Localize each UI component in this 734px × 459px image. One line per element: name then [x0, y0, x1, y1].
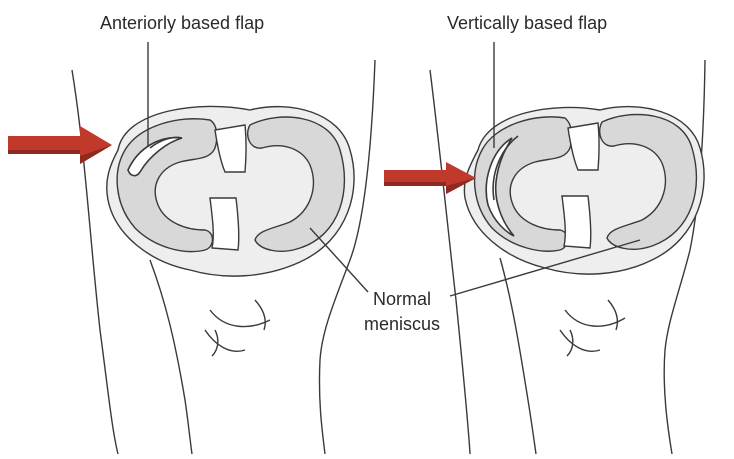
left-lower-detail — [212, 300, 265, 356]
vertically-based-flap-label: Vertically based flap — [447, 13, 607, 33]
anteriorly-based-flap-label: Anteriorly based flap — [100, 13, 264, 33]
right-pcl — [562, 196, 591, 248]
normal-meniscus-label-line2: meniscus — [357, 312, 447, 337]
left-pcl — [210, 198, 239, 250]
left-knee — [72, 42, 375, 454]
normal-meniscus-label: Normal meniscus — [357, 287, 447, 337]
left-leg-outline-left — [72, 70, 118, 454]
right-leg-outline-left — [430, 70, 470, 454]
right-knee — [430, 42, 705, 454]
right-lower-detail — [567, 300, 617, 356]
left-fibula-contour — [150, 260, 192, 454]
right-red-arrow — [384, 162, 476, 194]
left-normal-leader-line — [310, 228, 368, 292]
normal-meniscus-label-line1: Normal — [357, 287, 447, 312]
right-fibula-contour — [500, 258, 536, 454]
left-red-arrow — [8, 126, 112, 164]
